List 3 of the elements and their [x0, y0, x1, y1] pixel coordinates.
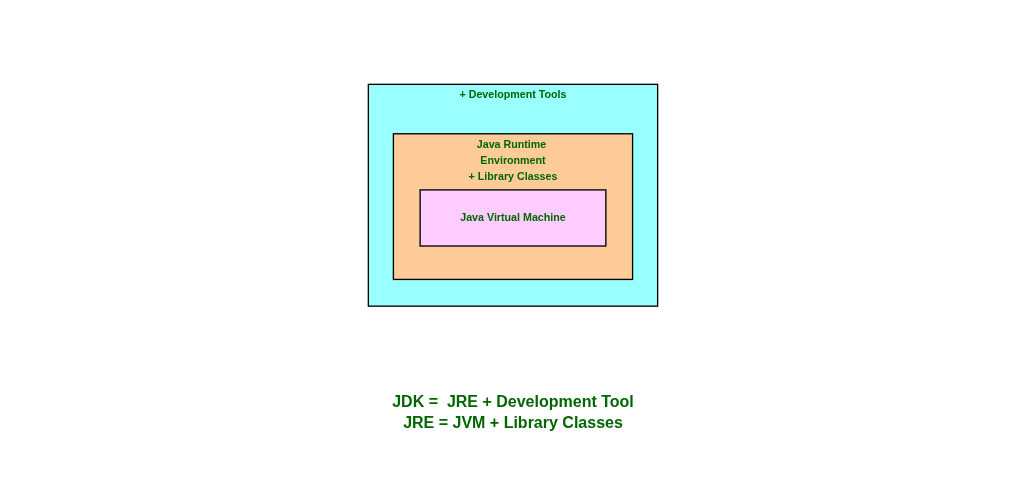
formula-text: JDK = JRE + Development Tool [392, 393, 634, 411]
formula-text: JRE = JVM + Library Classes [402, 414, 624, 432]
node-box: Java Virtual Machine [419, 189, 607, 247]
